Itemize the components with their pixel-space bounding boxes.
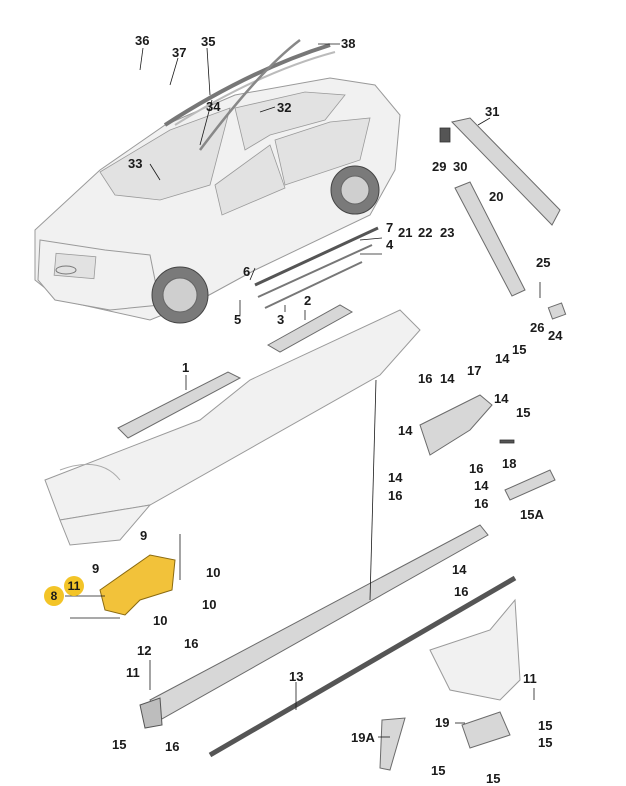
callout-13: 13 [289,669,304,684]
callout-15-c: 15 [112,737,127,752]
callout-14-f: 14 [474,478,489,493]
callout-3: 3 [277,312,285,327]
callout-12: 12 [137,643,152,658]
sill-bracket-highlight [99,554,176,616]
callout-15-g: 15 [486,771,501,786]
callout-15-f: 15 [431,763,446,778]
callout-14-d: 14 [398,423,413,438]
callout-10-c: 10 [153,613,168,628]
callout-38: 38 [341,36,356,51]
callout-11-right: 11 [523,671,537,686]
callout-16-b: 16 [469,461,484,476]
leader-lines [65,43,541,738]
callout-14-a: 14 [495,351,510,366]
callout-14-c: 14 [494,391,509,406]
callout-9-b: 9 [92,561,100,576]
callout-32: 32 [277,100,292,115]
sill-panel [139,524,517,758]
side-sill-body [44,309,421,546]
door-moldings [117,226,379,439]
callout-16-c: 16 [388,488,403,503]
callout-19A: 19A [351,730,375,745]
callout-15A: 15A [520,507,544,522]
callout-16-d: 16 [474,496,489,511]
callout-30: 30 [453,159,468,174]
sill-end-bracket [419,394,556,501]
wheel-arch-liner [379,598,521,771]
callout-21: 21 [398,225,413,240]
callout-15-e: 15 [538,735,553,750]
callout-16-e: 16 [454,584,469,599]
callout-37: 37 [172,45,187,60]
callout-19: 19 [435,715,450,730]
callout-14-b: 14 [440,371,455,386]
callout-8-highlight: 8 [44,586,64,606]
callout-5: 5 [234,312,242,327]
callout-15-d: 15 [538,718,553,733]
callout-23: 23 [440,225,455,240]
callout-9-a: 9 [140,528,148,543]
callout-34: 34 [206,99,221,114]
callout-11-highlight: 11 [64,576,84,596]
callout-17: 17 [467,363,482,378]
callout-35: 35 [201,34,216,49]
callout-14-g: 14 [452,562,467,577]
callout-20: 20 [489,189,504,204]
callout-26: 26 [530,320,545,335]
callout-4: 4 [386,237,394,252]
callout-36: 36 [135,33,150,48]
pillar-trims [439,117,567,320]
callout-18: 18 [502,456,517,471]
callout-22: 22 [418,225,433,240]
callout-16-f: 16 [184,636,199,651]
callout-10-a: 10 [206,565,221,580]
callout-16-g: 16 [165,739,180,754]
callout-31: 31 [485,104,500,119]
callout-1: 1 [182,360,190,375]
callout-2: 2 [304,293,312,308]
callout-15-b: 15 [516,405,531,420]
callout-11-left: 11 [126,665,140,680]
callout-29: 29 [432,159,447,174]
callout-15-a: 15 [512,342,527,357]
callout-16-a: 16 [418,371,433,386]
callout-25: 25 [536,255,551,270]
callout-33: 33 [128,156,143,171]
callout-10-b: 10 [202,597,217,612]
callout-6: 6 [243,264,251,279]
car-illustration [34,39,401,324]
callout-7: 7 [386,220,394,235]
callout-14-e: 14 [388,470,403,485]
callout-24: 24 [548,328,563,343]
